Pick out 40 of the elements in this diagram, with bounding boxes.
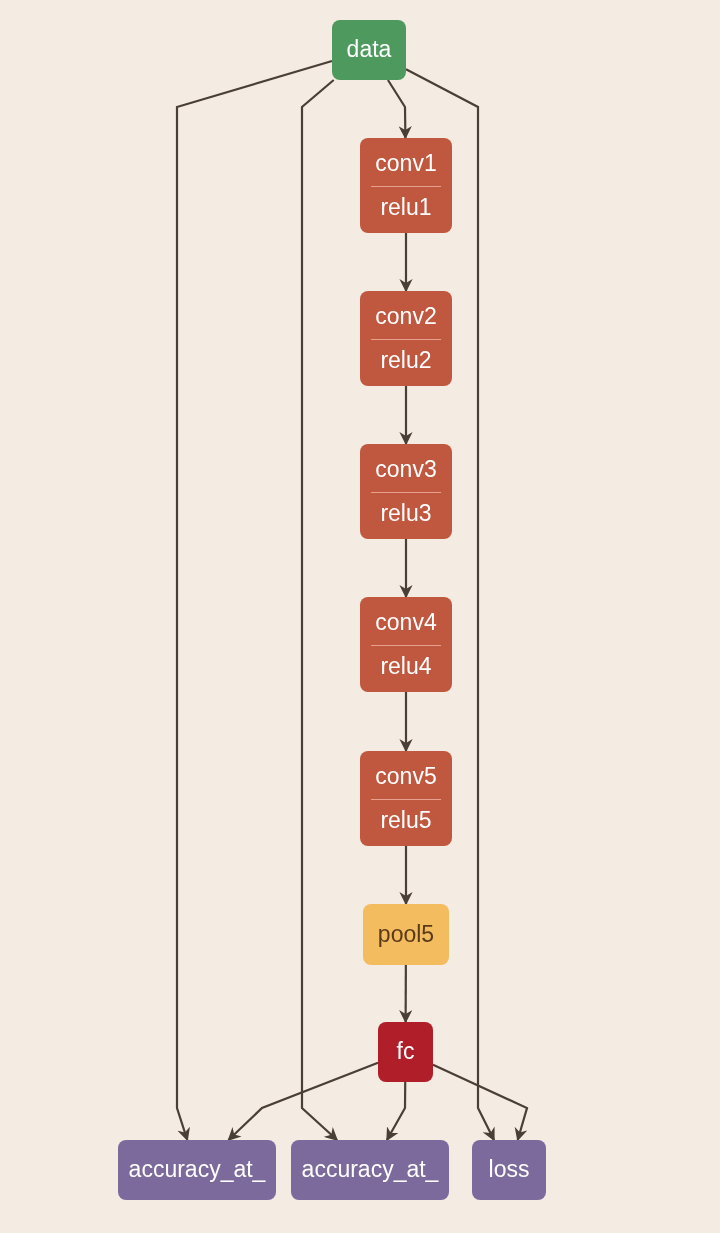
node-label: pool5	[377, 921, 435, 948]
node-label: conv2	[375, 303, 437, 329]
node-label: loss	[488, 1157, 530, 1183]
layer-box	[378, 1022, 433, 1082]
output-box	[291, 1140, 449, 1200]
arrow	[399, 539, 413, 599]
node-label: accuracy_at_	[128, 1157, 266, 1183]
arrow	[399, 692, 413, 753]
arrow	[386, 1082, 407, 1142]
pool-box	[363, 904, 449, 965]
arrow	[387, 79, 412, 140]
node-label: conv5	[375, 763, 437, 789]
node-label: relu3	[380, 501, 432, 527]
layer-box	[360, 291, 452, 386]
layer-box	[360, 444, 452, 539]
arrow	[432, 1063, 529, 1142]
node-label: accuracy_at_	[301, 1157, 439, 1183]
node-label: conv4	[375, 609, 437, 635]
node-label: fc	[396, 1039, 415, 1065]
layer-box	[360, 597, 452, 692]
output-box	[118, 1140, 276, 1200]
arrow	[405, 68, 495, 1142]
arrow	[399, 846, 413, 906]
arrow	[300, 79, 339, 1141]
output-box	[472, 1140, 546, 1200]
arrow	[399, 233, 413, 293]
arrow	[399, 386, 413, 446]
arrow	[227, 1061, 379, 1141]
node-label: relu4	[380, 654, 432, 680]
node-label: relu2	[380, 348, 432, 374]
node-label: conv3	[375, 456, 437, 482]
node-label: conv1	[375, 150, 437, 176]
layer-box	[360, 751, 452, 846]
arrow	[175, 59, 333, 1142]
node-label: relu1	[380, 195, 432, 221]
input-box	[332, 20, 406, 80]
node-label: relu5	[380, 808, 432, 834]
arrow	[399, 965, 413, 1024]
layer-box	[360, 138, 452, 233]
node-label: data	[346, 37, 392, 63]
